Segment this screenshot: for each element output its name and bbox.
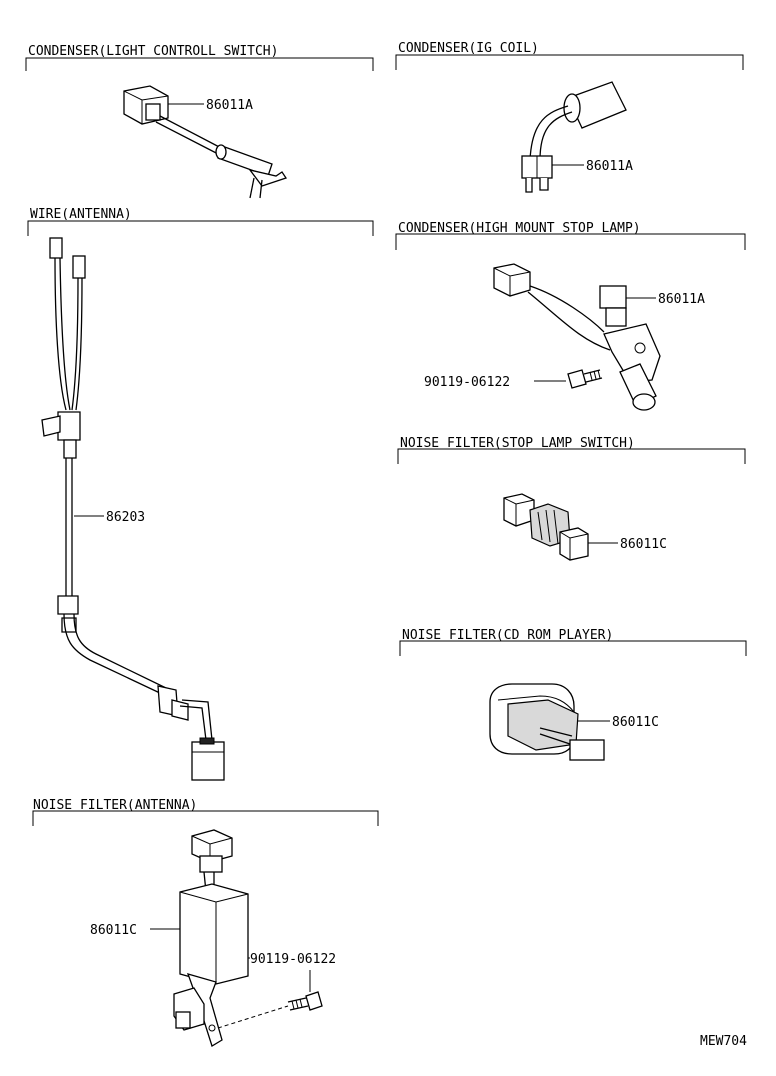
section-bracket — [32, 810, 379, 826]
bolt-illustration — [567, 369, 603, 389]
section-antenna-wire: WIRE(ANTENNA) — [27, 207, 374, 781]
noise-filter-antenna-illustration — [173, 829, 323, 1047]
bolt-number: 90119-06122 — [250, 952, 336, 967]
bolt-number: 90119-06122 — [424, 375, 510, 390]
section-title: NOISE FILTER(ANTENNA) — [33, 798, 197, 813]
part-number: 86203 — [106, 510, 145, 525]
section-bracket — [395, 54, 744, 70]
figure-code: MEW704 — [700, 1034, 747, 1049]
section-ig-coil: CONDENSER(IG COIL) 86011A — [395, 41, 744, 193]
noise-filter-stop-switch-illustration — [503, 493, 589, 561]
section-noise-antenna: NOISE FILTER(ANTENNA) — [32, 798, 379, 1047]
section-title: CONDENSER(LIGHT CONTROLL SWITCH) — [28, 44, 278, 59]
section-bracket — [397, 448, 746, 464]
section-title: CONDENSER(HIGH MOUNT STOP LAMP) — [398, 221, 641, 236]
section-title: WIRE(ANTENNA) — [30, 207, 132, 222]
section-title: NOISE FILTER(STOP LAMP SWITCH) — [400, 436, 635, 451]
part-number: 86011C — [90, 923, 137, 938]
section-stop-switch: NOISE FILTER(STOP LAMP SWITCH) 86011C — [397, 436, 746, 561]
condenser-high-mount-illustration — [493, 263, 661, 411]
section-bracket — [27, 220, 374, 236]
noise-filter-cd-rom-illustration — [489, 683, 605, 761]
section-title: CONDENSER(IG COIL) — [398, 41, 539, 56]
section-bracket — [25, 57, 374, 71]
part-number: 86011A — [206, 98, 253, 113]
condenser-light-switch-illustration — [123, 85, 288, 199]
antenna-wire-illustration — [41, 237, 225, 781]
part-number: 86011C — [612, 715, 659, 730]
section-light-switch: CONDENSER(LIGHT CONTROLL SWITCH) 86011A — [25, 44, 374, 199]
section-high-mount: CONDENSER(HIGH MOUNT STOP LAMP) 86011A — [395, 221, 746, 411]
part-number: 86011A — [586, 159, 633, 174]
section-title: NOISE FILTER(CD ROM PLAYER) — [402, 628, 613, 643]
part-number: 86011C — [620, 537, 667, 552]
condenser-ig-coil-illustration — [521, 81, 627, 193]
section-bracket — [395, 233, 746, 250]
section-cd-rom: NOISE FILTER(CD ROM PLAYER) 86011C — [399, 628, 747, 761]
section-bracket — [399, 640, 747, 656]
part-number: 86011A — [658, 292, 705, 307]
